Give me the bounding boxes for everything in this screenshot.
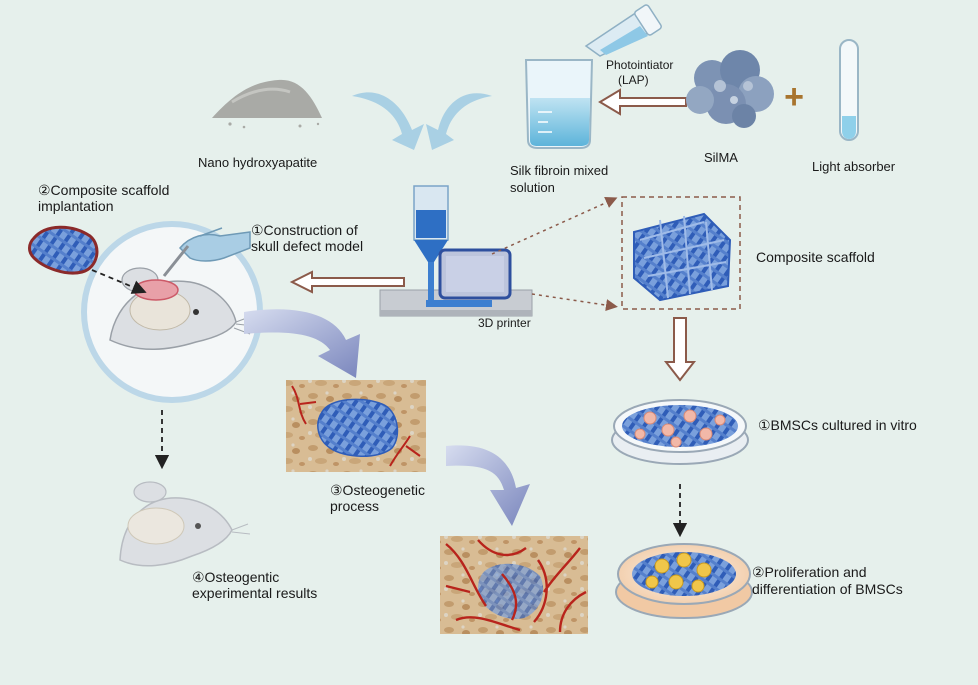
composite-scaffold-box xyxy=(621,196,741,310)
3d-printer-icon xyxy=(379,185,533,317)
label-silma: SilMA xyxy=(704,150,738,165)
hollow-arrow-left-icon xyxy=(598,88,687,116)
differentiation-dish-icon xyxy=(615,543,753,619)
label-bmsc-culture: ①BMSCs cultured in vitro xyxy=(758,417,917,433)
label-3d-printer: 3D printer xyxy=(478,316,531,330)
vascularized-bone-panel xyxy=(440,536,588,634)
beaker-silk-fibroin-icon xyxy=(524,59,594,149)
curved-arrows-into-printer-icon xyxy=(352,92,492,150)
label-implantation-2: implantation xyxy=(38,198,114,214)
dotted-connector-top xyxy=(491,196,618,255)
label-light-absorber: Light absorber xyxy=(812,159,896,174)
label-osteogenetic-process: ③Osteogenetic xyxy=(330,482,426,498)
label-silk-fibroin: Silk fibroin mixed xyxy=(510,163,609,178)
dotted-connector-bottom xyxy=(531,293,618,312)
mouse-skull-defect-icon xyxy=(81,221,263,403)
hollow-arrow-to-mouse-icon xyxy=(289,270,405,294)
plus-sign: + xyxy=(784,78,804,116)
composite-scaffold-icon xyxy=(633,212,732,302)
label-photoinitiator: Photointiator xyxy=(606,58,674,72)
nano-hydroxyapatite-powder-icon xyxy=(212,79,322,129)
implant-scaffold-icon xyxy=(28,225,99,275)
label-proliferation: ②Proliferation and xyxy=(752,564,867,580)
test-tube-light-absorber-icon xyxy=(839,39,859,141)
label-composite-scaffold: Composite scaffold xyxy=(756,249,875,265)
flow-arrow-to-process-icon xyxy=(244,309,360,378)
petri-dish-cells-icon xyxy=(611,399,749,465)
label-photoinitiator-lap: (LAP) xyxy=(618,73,649,87)
label-osteogentic-results: ④Osteogentic xyxy=(192,569,280,585)
hollow-arrow-down-icon xyxy=(663,317,697,382)
label-proliferation-2: differentiation of BMSCs xyxy=(752,581,903,597)
label-osteogentic-results-2: experimental results xyxy=(192,585,318,601)
flow-arrow-to-result-icon xyxy=(446,445,530,526)
label-osteogenetic-process-2: process xyxy=(330,498,380,514)
mouse-results-icon xyxy=(119,481,251,567)
label-implantation: ②Composite scaffold xyxy=(38,182,170,198)
osteogenetic-process-panel xyxy=(286,380,426,472)
label-silk-fibroin-solution: solution xyxy=(510,180,555,195)
silma-cluster-icon xyxy=(686,50,774,128)
label-skull-defect-2: skull defect model xyxy=(251,238,364,254)
label-nano-hydroxyapatite: Nano hydroxyapatite xyxy=(198,155,318,170)
label-skull-defect: ①Construction of xyxy=(251,222,358,238)
gloved-hand-scalpel-icon xyxy=(162,227,251,277)
pipette-tube-icon xyxy=(584,4,662,57)
